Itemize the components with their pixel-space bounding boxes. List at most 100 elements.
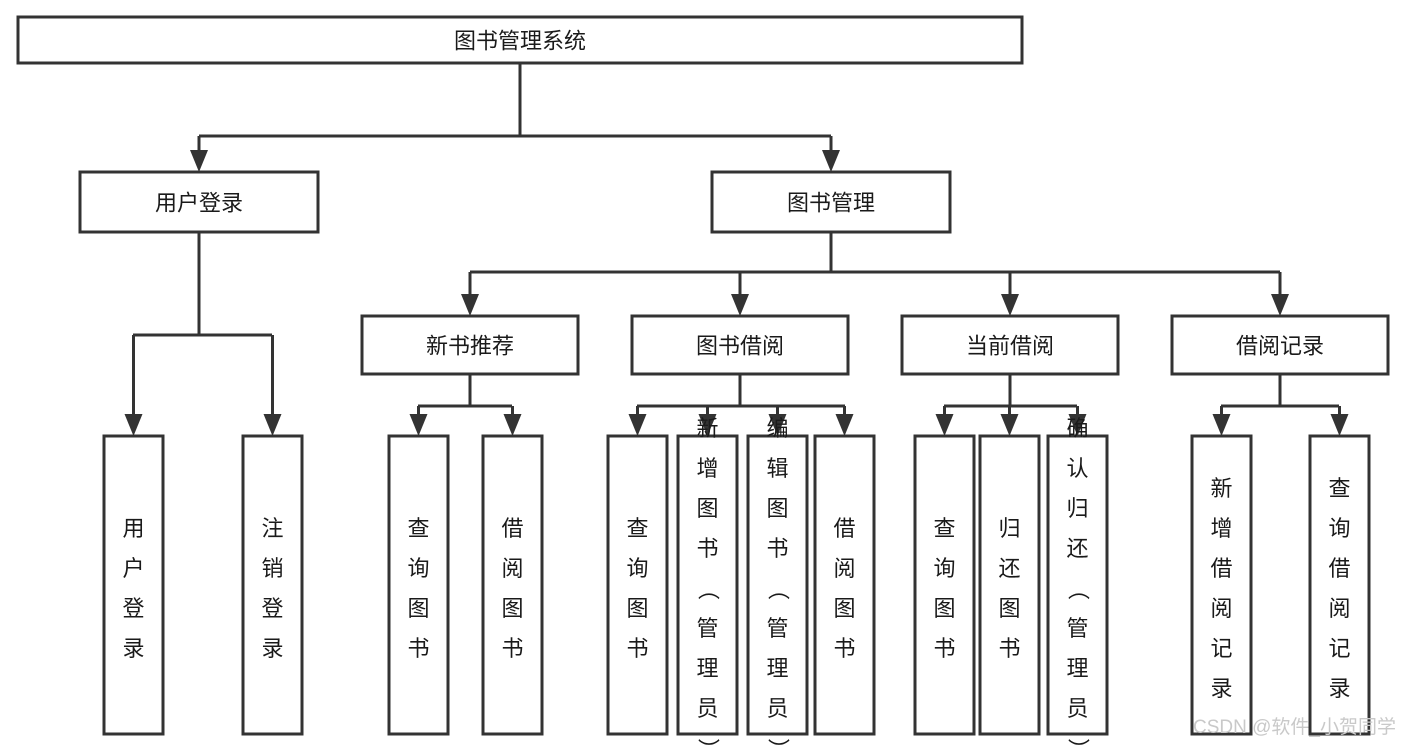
node-root[interactable]: 图书管理系统	[16, 15, 1024, 65]
arrow-head-icon-n_user_login	[190, 150, 208, 172]
node-box-n_current	[900, 314, 1120, 376]
node-box-l_c_return	[978, 434, 1041, 736]
arrow-head-icon-l_user_login	[124, 414, 143, 436]
node-n_borrow[interactable]: 图书借阅	[630, 314, 850, 376]
arrow-head-icon-n_borrow	[731, 294, 749, 316]
arrow-head-icon-l_c_return	[1000, 414, 1019, 436]
node-label-l_c_confirm-char-0: 确	[1066, 416, 1088, 441]
node-label-l_user_logout-char-1: 销	[261, 556, 283, 581]
node-n_book_mgmt[interactable]: 图书管理	[710, 170, 952, 234]
node-box-l_c_query	[913, 434, 976, 736]
node-layer: 图书管理系统用户登录图书管理新书推荐图书借阅当前借阅借阅记录用户登录注销登录查询…	[16, 15, 1390, 747]
node-label-l_b_add-char-1: 增	[696, 456, 718, 481]
arrow-head-icon-n_new_rec	[461, 294, 479, 316]
node-label-l_r_query-char-2: 借	[1328, 556, 1350, 581]
node-label-l_nr_query-char-3: 书	[407, 636, 429, 661]
node-l_user_login[interactable]: 用户登录	[102, 434, 165, 736]
node-label-l_b_add-char-7: 员	[696, 696, 718, 721]
node-label-l_r_add-char-2: 借	[1210, 556, 1232, 581]
node-label-l_b_add-char-4: （	[696, 578, 721, 600]
node-label-l_nr_borrow-char-3: 书	[501, 636, 523, 661]
node-label-l_b_add-char-8: ）	[696, 738, 721, 747]
node-label-l_b_edit-char-8: ）	[766, 738, 791, 747]
node-label-l_r_add-char-1: 增	[1210, 516, 1232, 541]
node-label-l_b_add-char-2: 图	[696, 496, 718, 521]
node-box-n_borrow	[630, 314, 850, 376]
node-label-l_r_add-char-5: 录	[1210, 676, 1232, 701]
node-label-l_user_login-char-0: 用	[122, 516, 144, 541]
arrow-head-icon-l_b_edit	[768, 414, 787, 436]
node-label-l_b_query-char-2: 图	[626, 596, 648, 621]
node-box-l_b_add	[676, 434, 739, 736]
node-label-l_c_confirm-char-6: 理	[1066, 656, 1088, 681]
node-label-l_r_add-char-0: 新	[1210, 476, 1232, 501]
node-label-l_b_borrow-char-1: 阅	[833, 556, 855, 581]
node-label-l_c_query-char-3: 书	[933, 636, 955, 661]
arrow-head-icon-l_c_query	[935, 414, 954, 436]
node-label-l_nr_query-char-0: 查	[407, 516, 429, 541]
node-label-l_user_logout-char-0: 注	[261, 516, 283, 541]
node-n_new_rec[interactable]: 新书推荐	[360, 314, 580, 376]
node-label-l_nr_query-char-1: 询	[407, 556, 429, 581]
node-label-l_r_query-char-4: 记	[1328, 636, 1350, 661]
node-label-l_b_edit-char-2: 图	[766, 496, 788, 521]
csdn-watermark: CSDN @软件_小贺同学	[1193, 716, 1396, 738]
node-label-l_b_edit-char-4: （	[766, 578, 791, 600]
node-label-l_c_return-char-2: 图	[998, 596, 1020, 621]
node-box-l_b_query	[606, 434, 669, 736]
node-n_current[interactable]: 当前借阅	[900, 314, 1120, 376]
node-box-n_user_login	[78, 170, 320, 234]
node-label-l_c_return-char-3: 书	[998, 636, 1020, 661]
node-label-l_nr_borrow-char-0: 借	[501, 516, 523, 541]
node-label-l_b_add-char-3: 书	[696, 536, 718, 561]
node-label-n_new_rec: 新书推荐	[426, 334, 514, 359]
node-label-n_current: 当前借阅	[966, 334, 1054, 359]
node-label-l_b_edit-char-0: 编	[766, 416, 788, 441]
node-box-n_new_rec	[360, 314, 580, 376]
node-label-l_c_query-char-0: 查	[933, 516, 955, 541]
node-label-l_user_logout-char-3: 录	[261, 636, 283, 661]
node-label-l_c_confirm-char-1: 认	[1066, 456, 1088, 481]
node-box-l_r_query	[1308, 434, 1371, 736]
node-label-l_c_confirm-char-2: 归	[1066, 496, 1088, 521]
node-label-l_user_login-char-1: 户	[122, 556, 144, 581]
node-label-l_r_query-char-1: 询	[1328, 516, 1350, 541]
node-label-l_c_return-char-0: 归	[998, 516, 1020, 541]
node-label-l_b_query-char-3: 书	[626, 636, 648, 661]
node-n_records[interactable]: 借阅记录	[1170, 314, 1390, 376]
node-box-l_c_confirm	[1046, 434, 1109, 736]
node-label-l_b_query-char-0: 查	[626, 516, 648, 541]
node-label-n_borrow: 图书借阅	[696, 334, 784, 359]
node-label-l_b_add-char-5: 管	[696, 616, 718, 641]
arrow-head-icon-n_records	[1271, 294, 1289, 316]
node-box-n_records	[1170, 314, 1390, 376]
node-label-l_c_query-char-2: 图	[933, 596, 955, 621]
node-label-l_nr_borrow-char-1: 阅	[501, 556, 523, 581]
arrow-head-icon-l_b_query	[628, 414, 647, 436]
node-n_user_login[interactable]: 用户登录	[78, 170, 320, 234]
node-label-l_b_edit-char-6: 理	[766, 656, 788, 681]
node-label-l_user_login-char-2: 登	[122, 596, 144, 621]
node-label-root: 图书管理系统	[454, 29, 586, 54]
arrow-head-icon-l_user_logout	[263, 414, 282, 436]
node-box-root	[16, 15, 1024, 65]
node-label-l_r_query-char-3: 阅	[1328, 596, 1350, 621]
node-label-l_b_add-char-6: 理	[696, 656, 718, 681]
node-label-l_b_edit-char-7: 员	[766, 696, 788, 721]
node-label-l_b_add-char-0: 新	[696, 416, 718, 441]
arrow-head-icon-l_b_add	[698, 414, 717, 436]
node-label-l_r_add-char-4: 记	[1210, 636, 1232, 661]
